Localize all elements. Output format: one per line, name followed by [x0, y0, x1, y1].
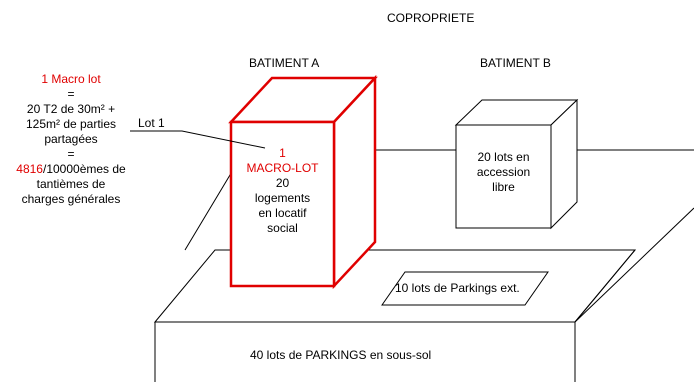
note-charges: charges générales	[21, 192, 121, 206]
note-shared-area: 125m² de parties	[25, 117, 117, 131]
parking-ext-label: 10 lots de Parkings ext.	[395, 281, 520, 295]
building-b-front	[455, 124, 552, 229]
building-a-macro-label: MACRO-LOT	[246, 161, 319, 175]
note-equals-2: =	[67, 147, 75, 161]
note-equals-1: =	[67, 87, 75, 101]
note-tantiemes-fraction: /10000èmes de	[42, 162, 126, 176]
building-a-line-logements: logements	[254, 191, 311, 205]
parking-ext-area	[381, 271, 549, 306]
building-a-front-text: 1 MACRO-LOT 20 logements en locatif soci…	[231, 146, 334, 236]
building-b-line-3: libre	[492, 180, 515, 194]
note-macro-lot: 1 Macro lot	[41, 72, 101, 86]
macro-lot-note: 1 Macro lot = 20 T2 de 30m² + 125m² de p…	[0, 72, 142, 207]
building-b-line-1: 20 lots en	[477, 150, 530, 164]
note-tantiemes-value: 4816/10000èmes de	[0, 162, 142, 177]
building-b-front-text: 20 lots en accession libre	[456, 150, 551, 195]
lot1-leader-line	[130, 130, 266, 149]
note-t2: 20 T2 de 30m² +	[26, 102, 116, 116]
note-partagees: partagées	[44, 132, 98, 146]
building-b-label: BATIMENT B	[480, 56, 551, 70]
building-a-line-locatif: en locatif	[258, 206, 307, 220]
note-tantiemes: tantièmes de	[36, 177, 106, 191]
parking-underground-label: 40 lots de PARKINGS en sous-sol	[250, 348, 432, 362]
parking-slab-edge	[574, 249, 636, 323]
lot-1-callout: Lot 1	[138, 116, 165, 130]
note-tantiemes-number: 4816	[16, 162, 43, 176]
building-b-line-2: accession	[476, 165, 531, 179]
building-a-front	[229, 120, 336, 288]
building-a-line-social: social	[267, 221, 298, 235]
diagram-title: COPROPRIETE	[387, 11, 475, 25]
building-a-count: 20	[275, 176, 290, 190]
building-a-macro-number: 1	[279, 146, 286, 160]
building-a-label: BATIMENT A	[249, 56, 320, 70]
ground-right-edge	[574, 207, 694, 323]
